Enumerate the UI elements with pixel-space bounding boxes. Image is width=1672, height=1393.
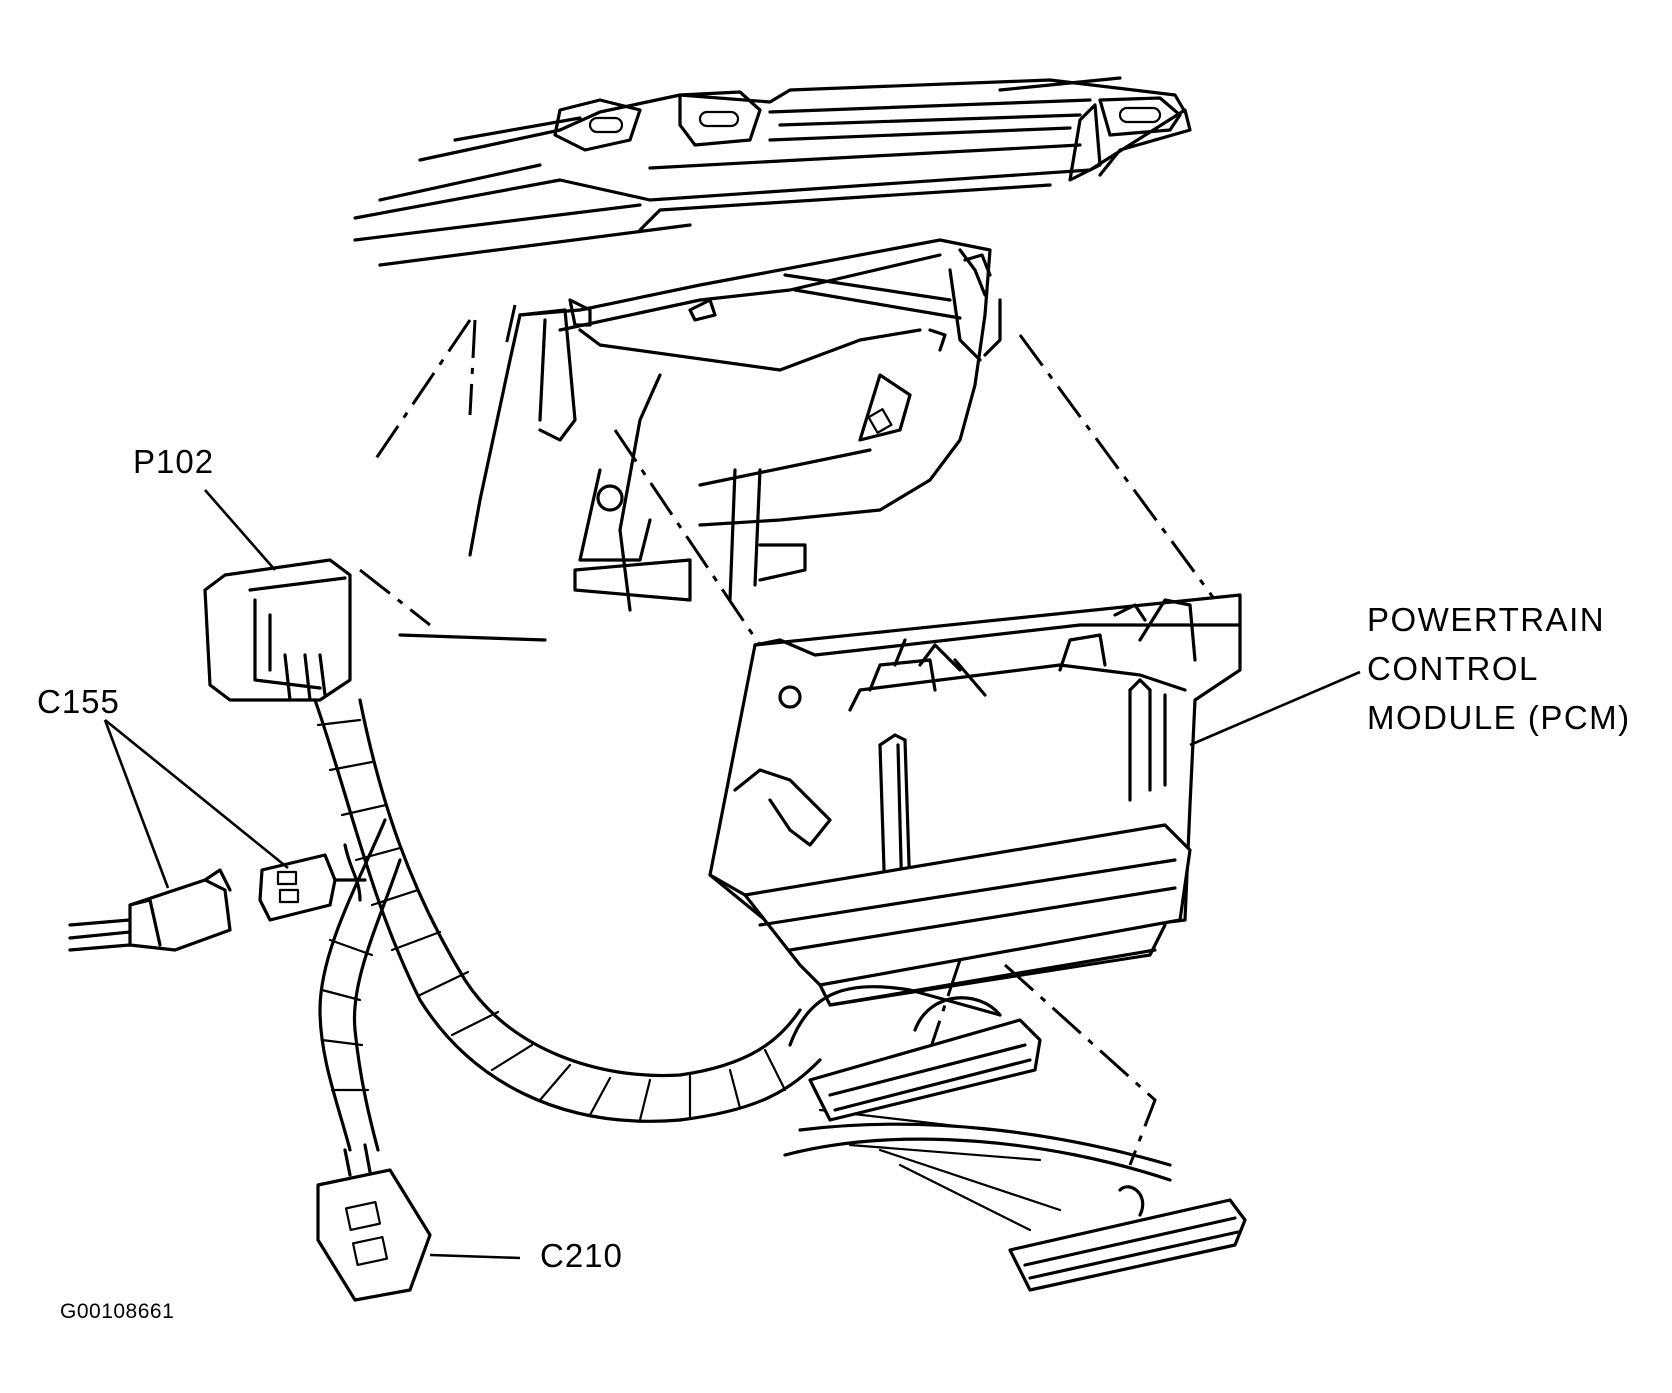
p102-label: P102 xyxy=(133,443,215,480)
label-leaders xyxy=(103,489,521,1260)
pcm-label: POWERTRAIN CONTROL MODULE (PCM) xyxy=(1367,595,1631,742)
c155-label: C155 xyxy=(37,683,120,720)
pcm-label-line3: MODULE (PCM) xyxy=(1367,699,1631,736)
pcm-bracket-icon xyxy=(468,238,1002,612)
figure-id: G00108661 xyxy=(60,1300,175,1323)
wire-harness-icon xyxy=(68,558,1247,1302)
c210-label: C210 xyxy=(540,1237,623,1274)
dashboard-panel-icon xyxy=(353,76,1192,267)
pcm-label-line2: CONTROL xyxy=(1367,650,1539,687)
pcm-module-icon xyxy=(708,593,1361,1007)
pcm-label-line1: POWERTRAIN xyxy=(1367,601,1606,638)
